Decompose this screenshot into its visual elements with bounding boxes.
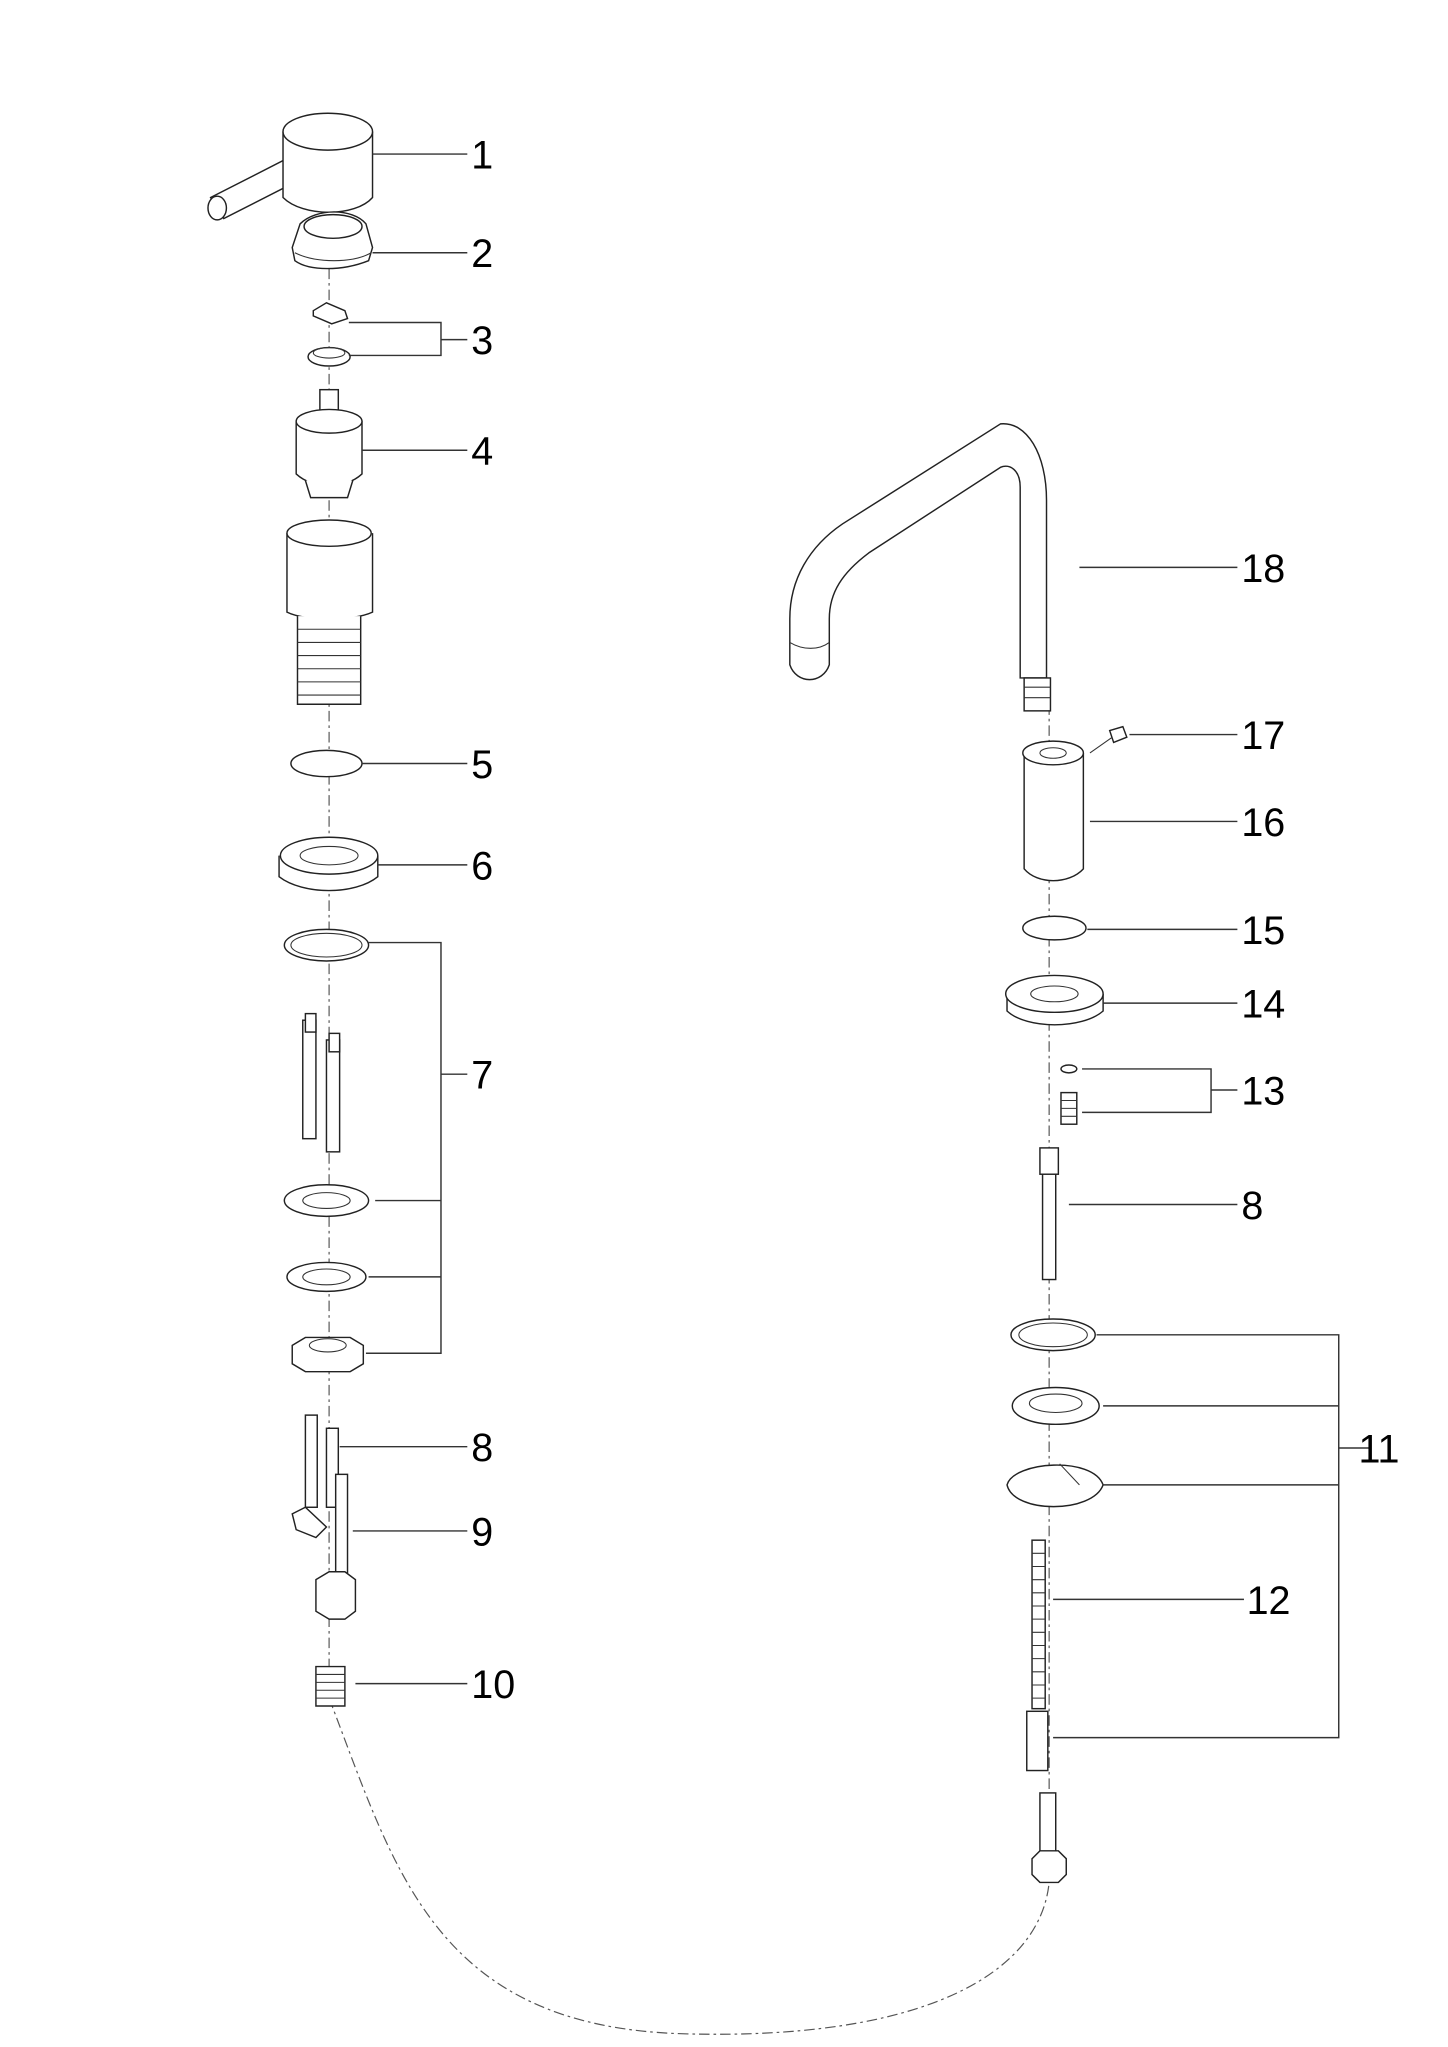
callout-15: 15 (1241, 909, 1285, 953)
hose-end-fitting (1031, 1792, 1067, 1884)
part-17-set-screw (1089, 725, 1128, 754)
callout-7: 7 (471, 1054, 493, 1098)
callout-2: 2 (471, 232, 493, 276)
part-2-cap (291, 211, 374, 270)
part-4-cartridge (295, 388, 363, 499)
part-1-handle (207, 112, 374, 221)
callout-18: 18 (1241, 547, 1285, 591)
callout-6: 6 (471, 844, 493, 888)
callout-11: 11 (1358, 1428, 1399, 1472)
part-15-o-ring (1022, 915, 1087, 941)
part-8-supply-hose-right (1039, 1147, 1060, 1281)
callout-8-left: 8 (471, 1426, 493, 1470)
callout-8-right: 8 (1241, 1184, 1263, 1228)
callout-17: 17 (1241, 714, 1285, 758)
callout-13: 13 (1241, 1069, 1285, 1113)
callout-10: 10 (471, 1663, 515, 1707)
part-14-rosette (1004, 974, 1104, 1026)
callout-14: 14 (1241, 983, 1285, 1027)
part-11-fixing-set (1006, 1318, 1104, 1772)
part-7-seal-and-mounting-set (283, 928, 370, 1373)
callout-16: 16 (1241, 801, 1285, 845)
callout-5: 5 (471, 743, 493, 787)
threaded-body-sleeve (286, 519, 374, 706)
callout-4: 4 (471, 430, 493, 474)
leader-lines (339, 153, 1370, 1739)
callout-9: 9 (471, 1510, 493, 1554)
part-3-clip-and-ring (307, 301, 351, 367)
part-13-washer-and-nipple (1060, 1064, 1078, 1125)
part-16-spout-base (1022, 740, 1085, 882)
part-18-spout (789, 423, 1052, 712)
part-8-supply-hoses-left (304, 1414, 340, 1508)
part-10-threaded-adapter (315, 1665, 346, 1707)
hose-connection-path (328, 1697, 1050, 2035)
callout-12: 12 (1247, 1579, 1291, 1623)
part-5-o-ring (290, 749, 363, 778)
callout-1: 1 (471, 134, 493, 178)
part-9-hose-connector (291, 1473, 357, 1620)
part-12-threaded-rod (1031, 1539, 1046, 1710)
callout-3: 3 (471, 319, 493, 363)
part-6-rosette (278, 836, 379, 892)
